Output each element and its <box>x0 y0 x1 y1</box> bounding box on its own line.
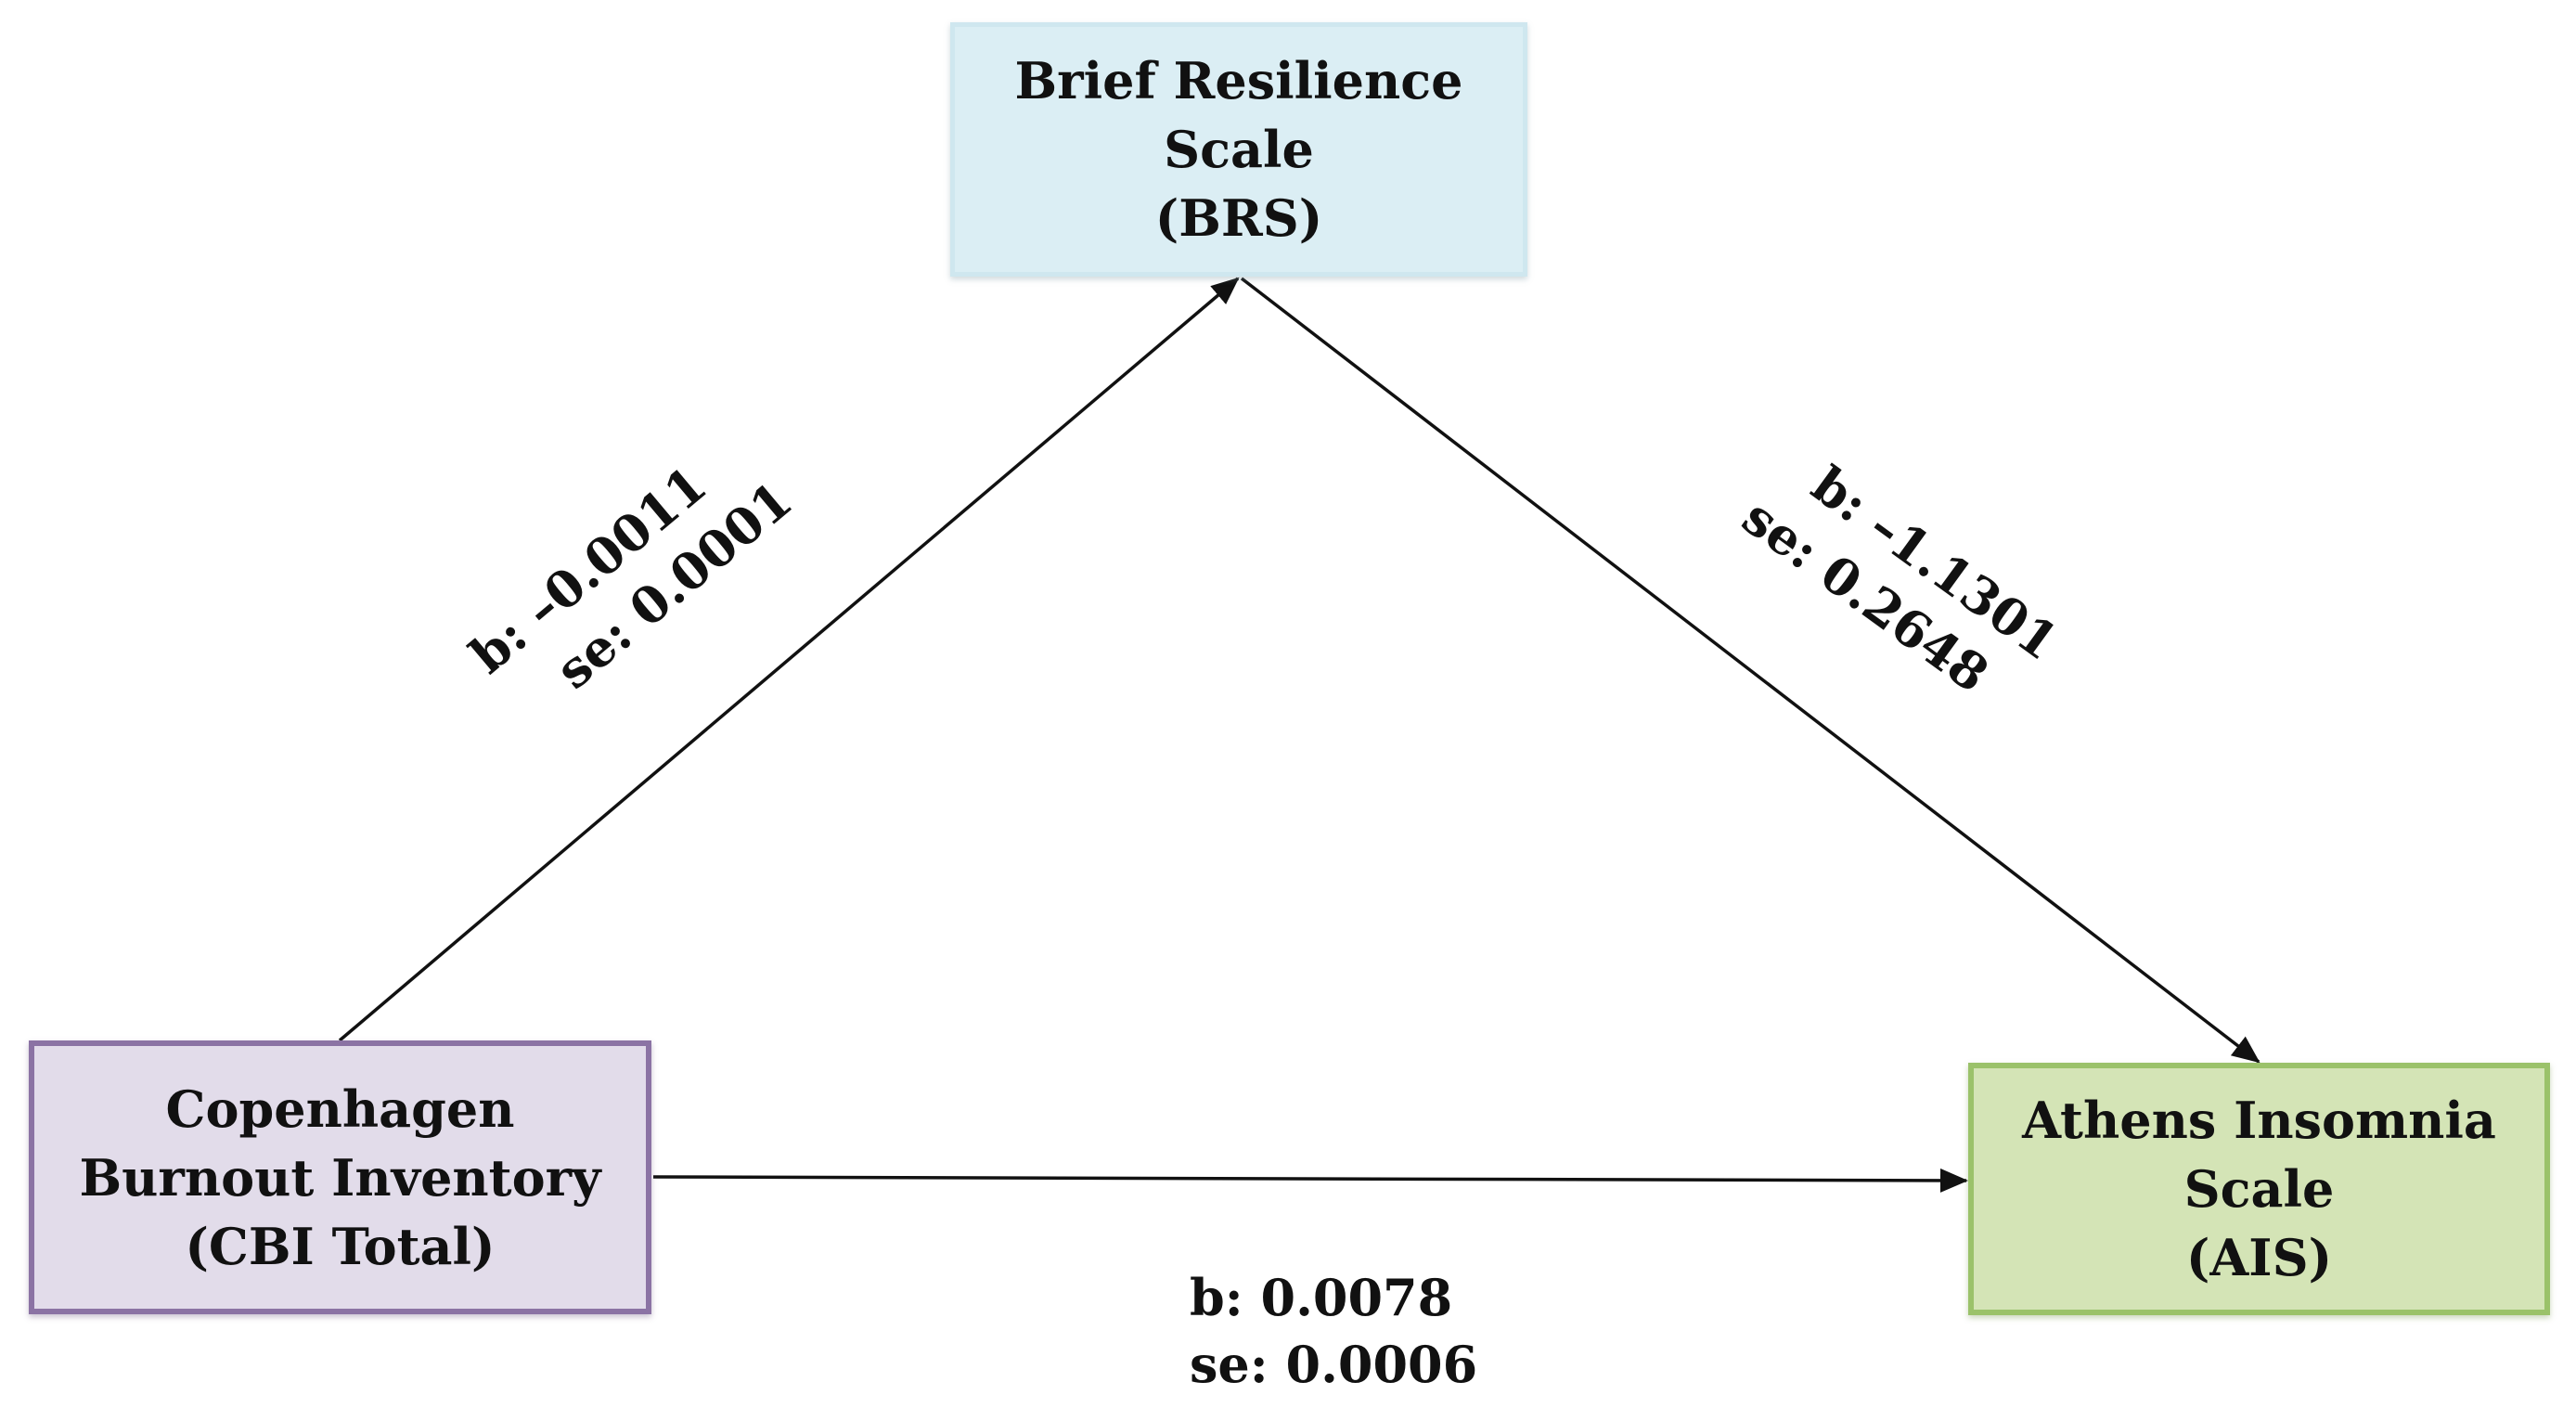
node-ais-line2: Scale <box>2183 1159 2335 1219</box>
node-ais-line1: Athens Insomnia <box>2022 1091 2496 1150</box>
node-brief-resilience-scale: Brief Resilience Scale (BRS) <box>950 22 1527 277</box>
node-ais-line3: (AIS) <box>2185 1228 2333 1287</box>
node-cbi-line1: Copenhagen <box>165 1079 515 1139</box>
node-cbi-line2: Burnout Inventory <box>79 1147 601 1208</box>
node-brs-line2: Scale <box>1164 120 1314 179</box>
coef-cbi-ais-se: se: 0.0006 <box>1190 1335 1478 1394</box>
node-athens-insomnia-scale: Athens Insomnia Scale (AIS) <box>1968 1063 2550 1315</box>
arrow-cbi-to-brs <box>338 277 1240 1042</box>
node-brs-line3: (BRS) <box>1154 188 1323 248</box>
coef-cbi-ais-b: b: 0.0078 <box>1190 1268 1453 1327</box>
coefficient-label-cbi-to-ais: b: 0.0078 se: 0.0006 <box>1190 1264 1477 1398</box>
arrow-brs-to-ais <box>1240 277 2260 1064</box>
node-brs-line1: Brief Resilience <box>1014 51 1463 110</box>
arrow-cbi-to-ais <box>652 1168 1968 1193</box>
node-cbi-line3: (CBI Total) <box>185 1216 496 1276</box>
node-copenhagen-burnout-inventory: Copenhagen Burnout Inventory (CBI Total) <box>29 1040 651 1314</box>
